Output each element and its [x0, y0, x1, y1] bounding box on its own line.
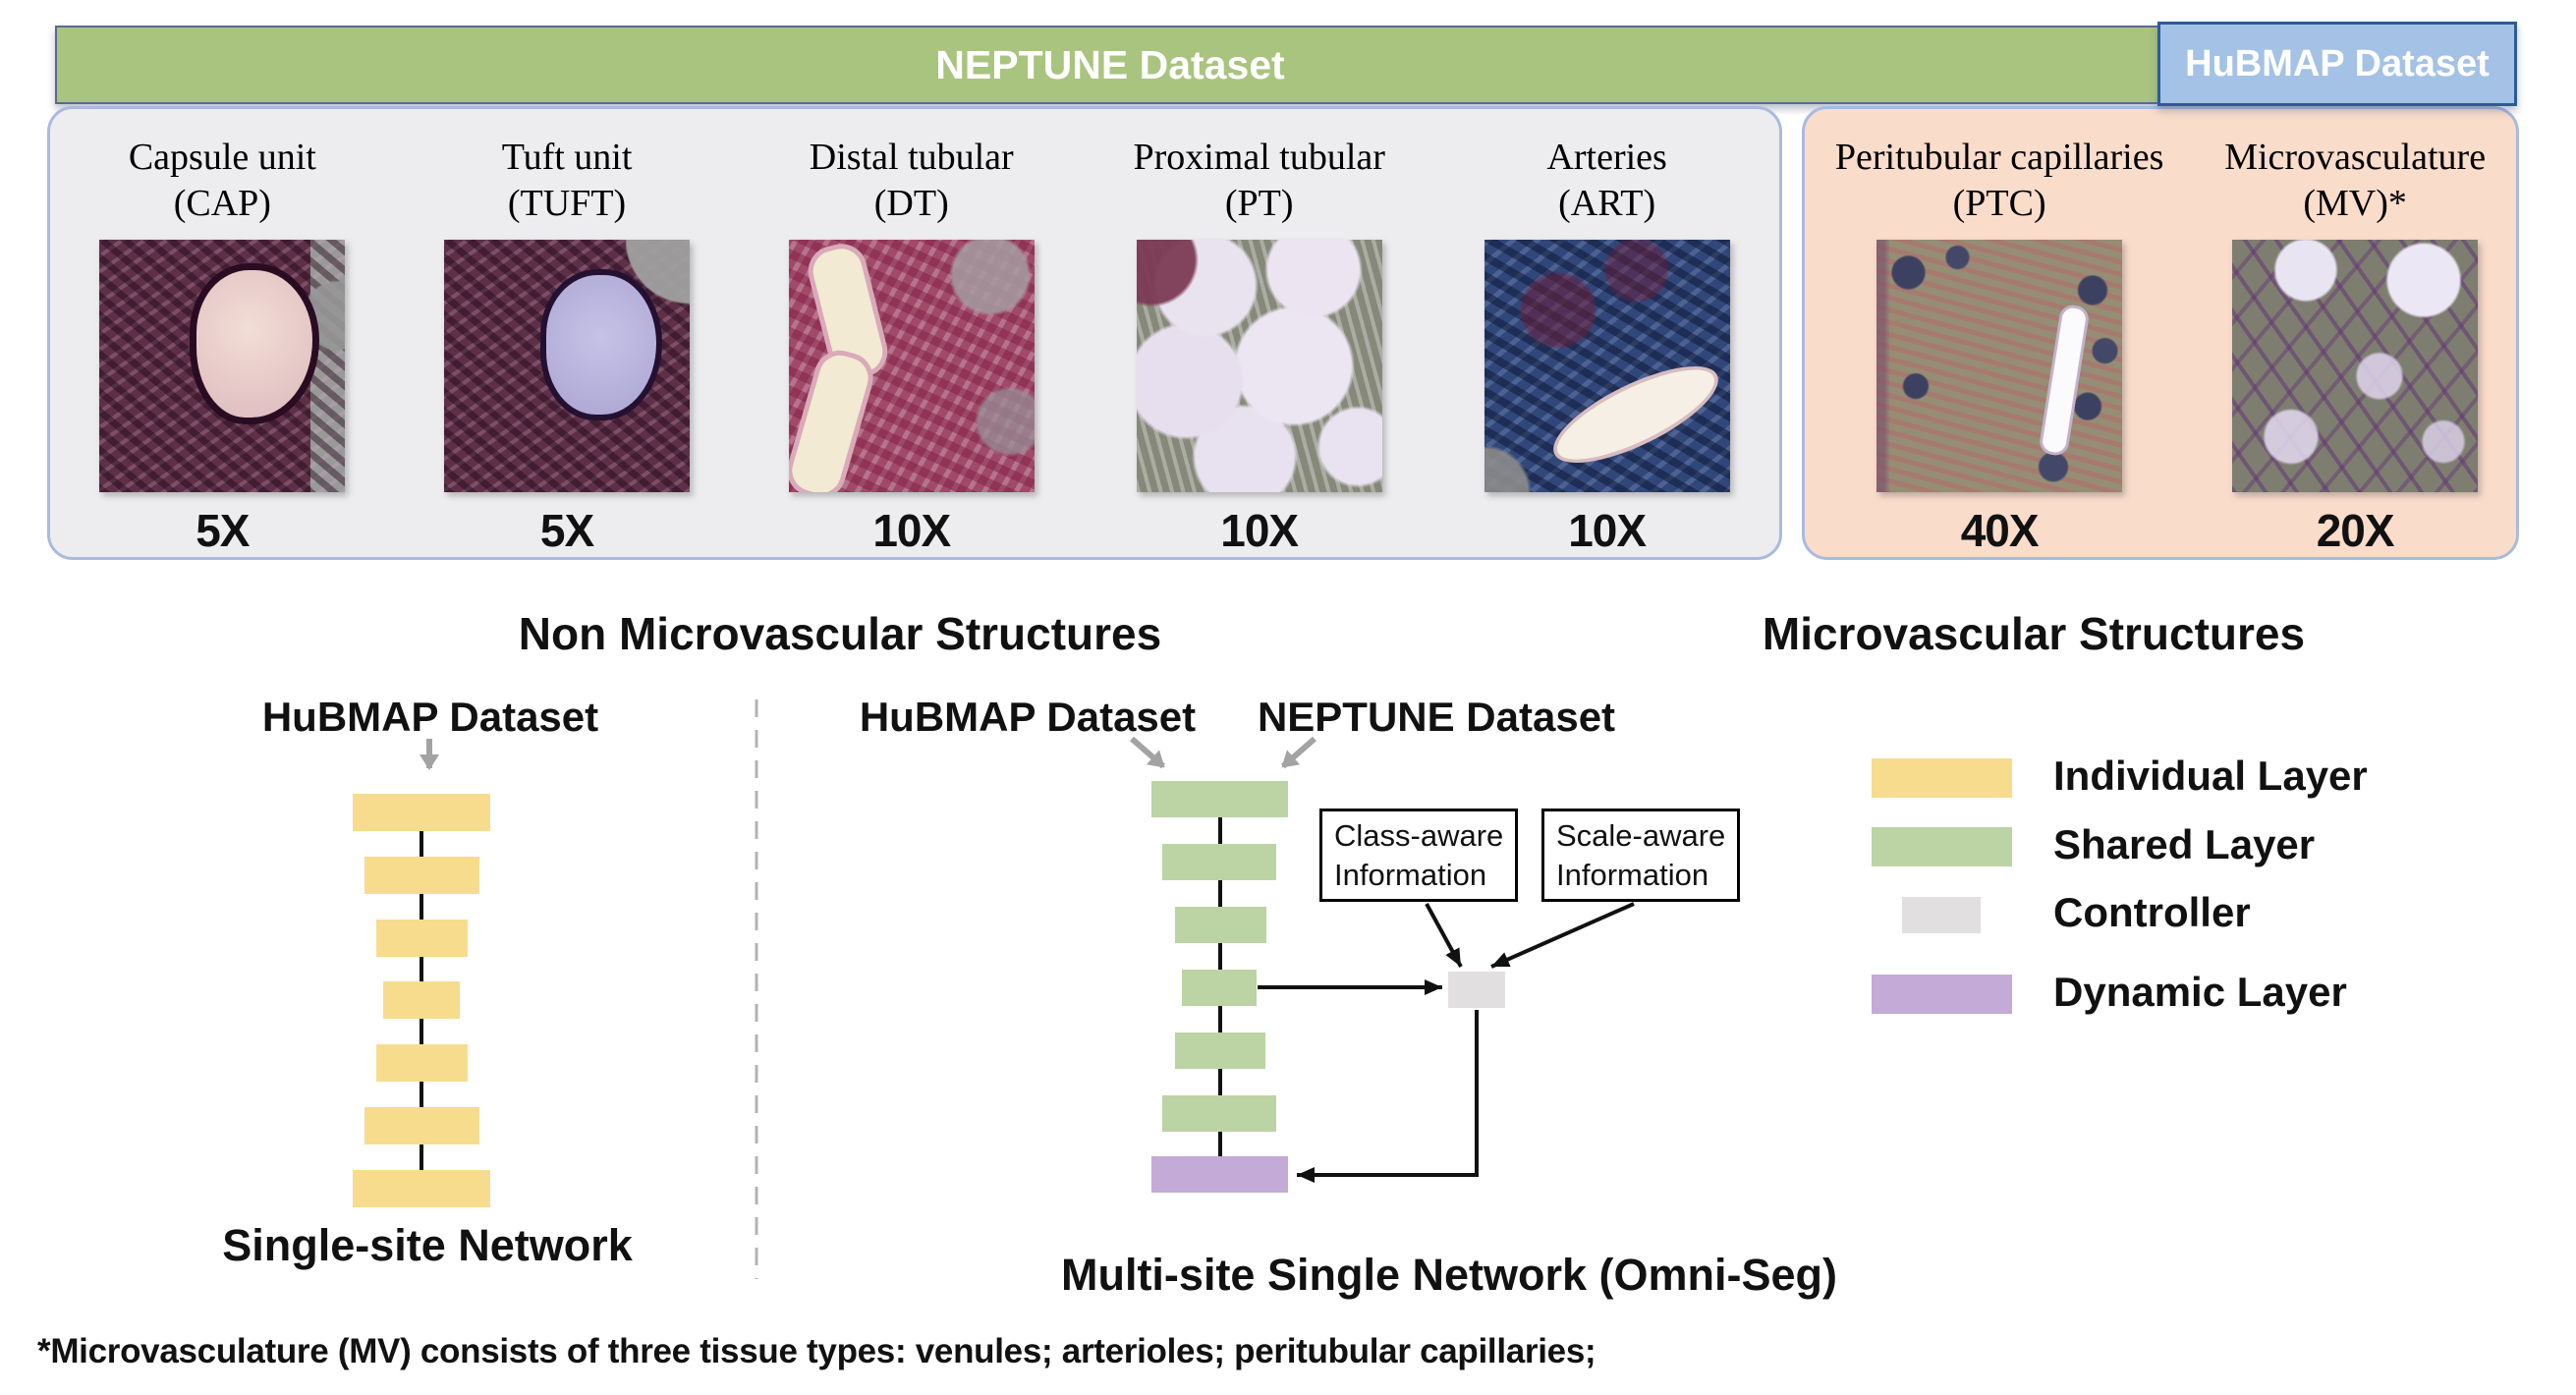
multi-site-caption: Multi-site Single Network (Omni-Seg)	[1060, 1250, 1838, 1300]
individual-layer-swatch	[1872, 758, 2012, 798]
tissue-column-pt: Proximal tubular (PT) 10X	[1133, 135, 1384, 557]
shared-layer-3	[1175, 907, 1266, 943]
ptc-magnification-label: 40X	[1960, 505, 2040, 556]
tissue-name-line1: Microvasculature	[2224, 137, 2487, 178]
shared-layer-5	[1175, 1032, 1265, 1069]
individual-layer-7	[353, 1170, 490, 1207]
shared-layer-2	[1162, 844, 1276, 880]
pt-magnification-label: 10X	[1220, 505, 1299, 556]
hubmap-banner-label: HuBMAP Dataset	[2185, 42, 2490, 84]
tissue-name-line2: (CAP)	[173, 183, 271, 224]
pt-histology-image	[1136, 239, 1382, 492]
scale-aware-information-box: Scale-aware Information	[1541, 809, 1740, 902]
individual-layer-6	[364, 1107, 479, 1144]
tissue-name-line2: (PT)	[1224, 183, 1294, 224]
tissue-name-pt: Proximal tubular (PT)	[1133, 135, 1384, 232]
shared-layer-1	[1151, 781, 1288, 817]
dynamic-layer-swatch	[1872, 975, 2012, 1014]
individual-layer-4	[383, 981, 460, 1019]
tissue-column-ptc: Peritubular capillaries (PTC) 40X	[1835, 135, 2164, 557]
tissue-name-art: Arteries (ART)	[1546, 135, 1666, 232]
tissue-name-dt: Distal tubular (DT)	[810, 135, 1014, 232]
ptc-histology-image	[1876, 239, 2123, 492]
individual-layer-3	[376, 920, 468, 957]
tissue-name-line1: Tuft unit	[501, 137, 633, 178]
footnote-text: *Microvasculature (MV) consists of three…	[37, 1332, 1596, 1370]
hubmap-dataset-banner: HuBMAP Dataset	[2157, 22, 2517, 106]
hubmap-tissue-panel: Peritubular capillaries (PTC) 40X Microv…	[1802, 106, 2519, 560]
tissue-name-ptc: Peritubular capillaries (PTC)	[1835, 135, 2164, 232]
individual-layer-legend-label: Individual Layer	[2053, 753, 2368, 799]
tissue-column-dt: Distal tubular (DT) 10X	[788, 135, 1035, 557]
tissue-column-mv: Microvasculature (MV)* 20X	[2224, 135, 2486, 557]
class-aware-arrow-icon	[1425, 903, 1463, 968]
controller-to-dynamic-arrow-icon	[1297, 1010, 1479, 1183]
controller-swatch	[1902, 897, 1981, 933]
scale-aware-line2: Information	[1556, 858, 1709, 892]
dynamic-layer-legend-label: Dynamic Layer	[2053, 969, 2347, 1015]
multi-site-neptune-input-label: NEPTUNE Dataset	[1257, 694, 1616, 740]
art-magnification-label: 10X	[1568, 505, 1647, 556]
tissue-name-line1: Peritubular capillaries	[1834, 137, 2164, 178]
scale-aware-line1: Scale-aware	[1556, 818, 1726, 853]
multi-site-hubmap-input-label: HuBMAP Dataset	[859, 694, 1197, 740]
tissue-name-line2: (DT)	[873, 183, 949, 224]
mv-histology-image	[2232, 239, 2479, 492]
class-aware-information-box: Class-aware Information	[1319, 809, 1518, 902]
multi-site-right-input-arrow-icon	[1281, 736, 1316, 769]
multi-site-left-input-arrow-icon	[1130, 736, 1165, 769]
individual-layer-5	[376, 1044, 468, 1082]
tissue-name-tuft: Tuft unit (TUFT)	[502, 135, 633, 232]
tissue-name-line2: (ART)	[1558, 183, 1656, 224]
art-histology-image	[1484, 239, 1730, 492]
neptune-tissue-panel: Capsule unit (CAP) 5X Tuft unit (TUFT) 5…	[47, 106, 1782, 560]
shared-layer-swatch	[1872, 827, 2012, 866]
tissue-name-mv: Microvasculature (MV)*	[2224, 135, 2486, 232]
microvascular-section-label: Microvascular Structures	[1762, 608, 2306, 659]
tissue-name-line1: Capsule unit	[128, 137, 316, 178]
individual-layer-1	[353, 794, 490, 831]
shared-layer-6	[1162, 1095, 1276, 1132]
single-site-caption: Single-site Network	[222, 1220, 633, 1270]
cap-magnification-label: 5X	[196, 505, 250, 556]
shared-layer-4	[1182, 970, 1257, 1006]
dt-histology-image	[788, 239, 1035, 492]
tissue-name-line2: (TUFT)	[507, 183, 627, 224]
tuft-magnification-label: 5X	[539, 505, 594, 556]
tissue-name-line1: Arteries	[1546, 137, 1667, 178]
mv-magnification-label: 20X	[2316, 505, 2395, 556]
cap-histology-image	[99, 239, 346, 492]
neptune-banner-label: NEPTUNE Dataset	[935, 41, 1285, 87]
tissue-column-cap: Capsule unit (CAP) 5X	[99, 135, 346, 557]
controller-box	[1448, 972, 1505, 1008]
neptune-dataset-banner: NEPTUNE Dataset	[55, 26, 2165, 104]
non-microvascular-section-label: Non Microvascular Structures	[518, 608, 1162, 659]
tissue-column-art: Arteries (ART) 10X	[1484, 135, 1730, 557]
class-aware-line1: Class-aware	[1334, 818, 1504, 853]
class-aware-line2: Information	[1334, 858, 1487, 892]
tissue-name-line1: Proximal tubular	[1133, 137, 1385, 178]
single-site-input-label: HuBMAP Dataset	[261, 694, 599, 740]
controller-legend-label: Controller	[2053, 889, 2251, 935]
scale-aware-arrow-icon	[1490, 902, 1635, 969]
dynamic-layer	[1151, 1156, 1288, 1193]
tuft-histology-image	[444, 239, 691, 492]
tissue-name-cap: Capsule unit (CAP)	[129, 135, 316, 232]
tissue-column-tuft: Tuft unit (TUFT) 5X	[444, 135, 691, 557]
tissue-name-line1: Distal tubular	[809, 137, 1014, 178]
tissue-name-line2: (PTC)	[1952, 183, 2046, 224]
individual-layer-2	[364, 857, 479, 894]
tissue-name-line2: (MV)*	[2303, 183, 2407, 224]
shared-layer-legend-label: Shared Layer	[2053, 821, 2316, 867]
dt-magnification-label: 10X	[872, 505, 951, 556]
